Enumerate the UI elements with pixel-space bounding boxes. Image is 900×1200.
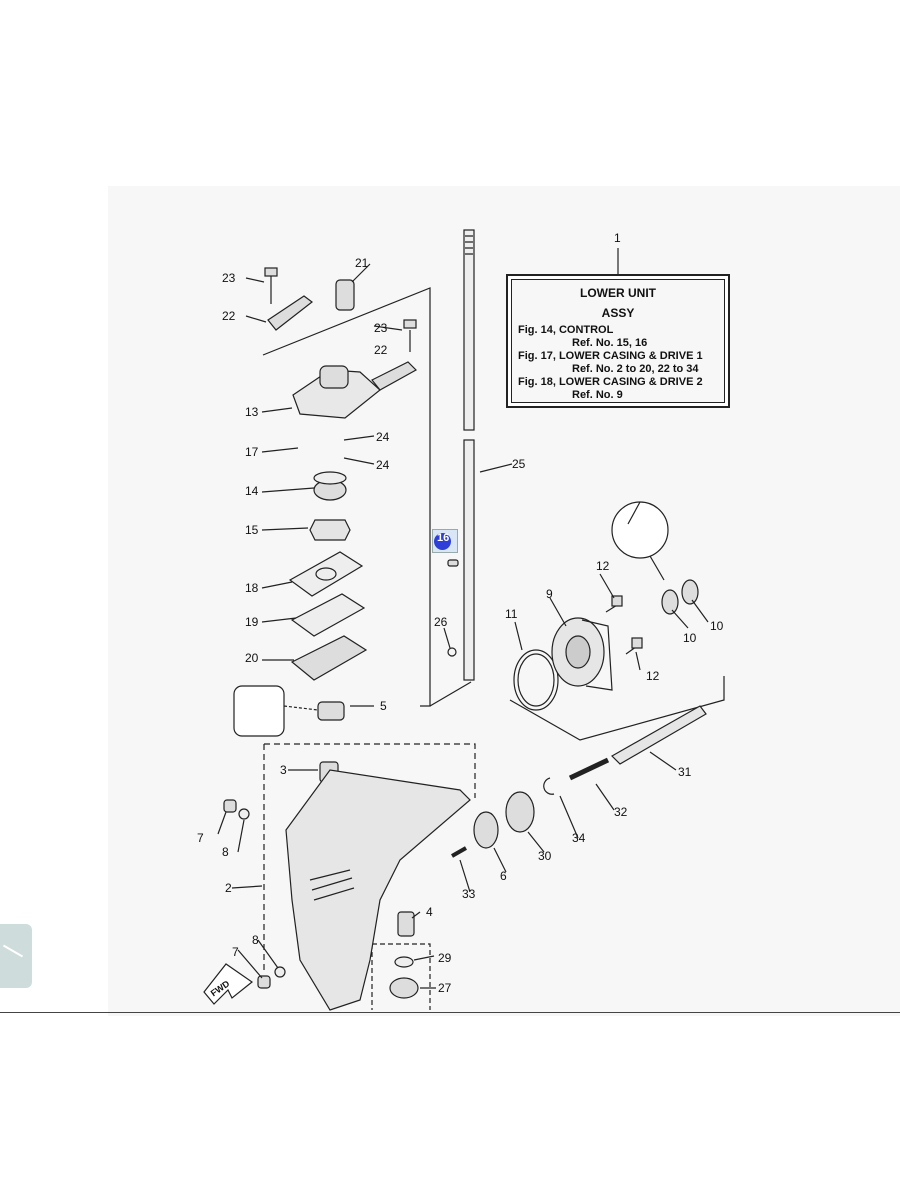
legend-line: Fig. 17, LOWER CASING & DRIVE 1 bbox=[518, 350, 703, 362]
legend-subtitle: ASSY bbox=[601, 306, 635, 320]
callout-label: 17 bbox=[245, 445, 259, 459]
callout-label: 22 bbox=[222, 309, 236, 323]
callout-label: 32 bbox=[614, 805, 628, 819]
callout-label: 5 bbox=[380, 699, 387, 713]
legend-line: Ref. No. 15, 16 bbox=[572, 337, 648, 349]
highlighted-part-marker[interactable]: 16 bbox=[432, 529, 458, 553]
legend-line: Fig. 18, LOWER CASING & DRIVE 2 bbox=[518, 376, 703, 388]
parts-legend-box: LOWER UNIT ASSY Fig. 14, CONTROL Ref. No… bbox=[506, 274, 730, 408]
side-pull-tab[interactable] bbox=[0, 924, 32, 988]
callout-labels: 23 21 22 23 22 13 17 24 24 14 15 18 19 2… bbox=[197, 256, 724, 998]
callout-label: 21 bbox=[355, 256, 369, 270]
callout-label: 9 bbox=[546, 587, 553, 601]
callout-label: 27 bbox=[438, 981, 452, 995]
callout-label: 10 bbox=[683, 631, 697, 645]
callout-label: 34 bbox=[572, 831, 586, 845]
tab-glyph-icon bbox=[2, 944, 24, 958]
callout-label: 7 bbox=[232, 945, 239, 959]
callout-label: 25 bbox=[512, 457, 526, 471]
highlighted-part-number: 16 bbox=[437, 532, 450, 544]
callout-label: 7 bbox=[197, 831, 204, 845]
callout-label: 4 bbox=[426, 905, 433, 919]
callout-label: 30 bbox=[538, 849, 552, 863]
page-divider bbox=[0, 1012, 900, 1013]
callout-label: 13 bbox=[245, 405, 259, 419]
callout-label: 18 bbox=[245, 581, 259, 595]
callout-label: 14 bbox=[245, 484, 259, 498]
frame-line bbox=[262, 287, 431, 707]
callout-label: 3 bbox=[280, 763, 287, 777]
callout-label: 19 bbox=[245, 615, 259, 629]
callout-label: 23 bbox=[374, 321, 388, 335]
legend-title: LOWER UNIT bbox=[580, 286, 656, 300]
callout-label: 29 bbox=[438, 951, 452, 965]
callout-label: 26 bbox=[434, 615, 448, 629]
callout-label: 15 bbox=[245, 523, 259, 537]
callout-label: 33 bbox=[462, 887, 476, 901]
legend-line: Ref. No. 2 to 20, 22 to 34 bbox=[572, 363, 699, 375]
callout-label: 24 bbox=[376, 458, 390, 472]
callout-label: 12 bbox=[596, 559, 610, 573]
callout-label: 6 bbox=[500, 869, 507, 883]
callout-label: 20 bbox=[245, 651, 259, 665]
legend-line: Ref. No. 9 bbox=[572, 389, 623, 401]
callout-label: 24 bbox=[376, 430, 390, 444]
callout-label: 2 bbox=[225, 881, 232, 895]
callout-label: 11 bbox=[505, 607, 518, 621]
diagram-background bbox=[108, 186, 900, 1016]
callout-label: 12 bbox=[646, 669, 660, 683]
callout-label: 10 bbox=[710, 619, 724, 633]
callout-label: 23 bbox=[222, 271, 236, 285]
legend-line: Fig. 14, CONTROL bbox=[518, 324, 614, 336]
callout-label: 31 bbox=[678, 765, 692, 779]
callout-label: 8 bbox=[252, 933, 259, 947]
callout-label: 22 bbox=[374, 343, 388, 357]
callout-label: 8 bbox=[222, 845, 229, 859]
highlight-dot bbox=[434, 533, 451, 550]
